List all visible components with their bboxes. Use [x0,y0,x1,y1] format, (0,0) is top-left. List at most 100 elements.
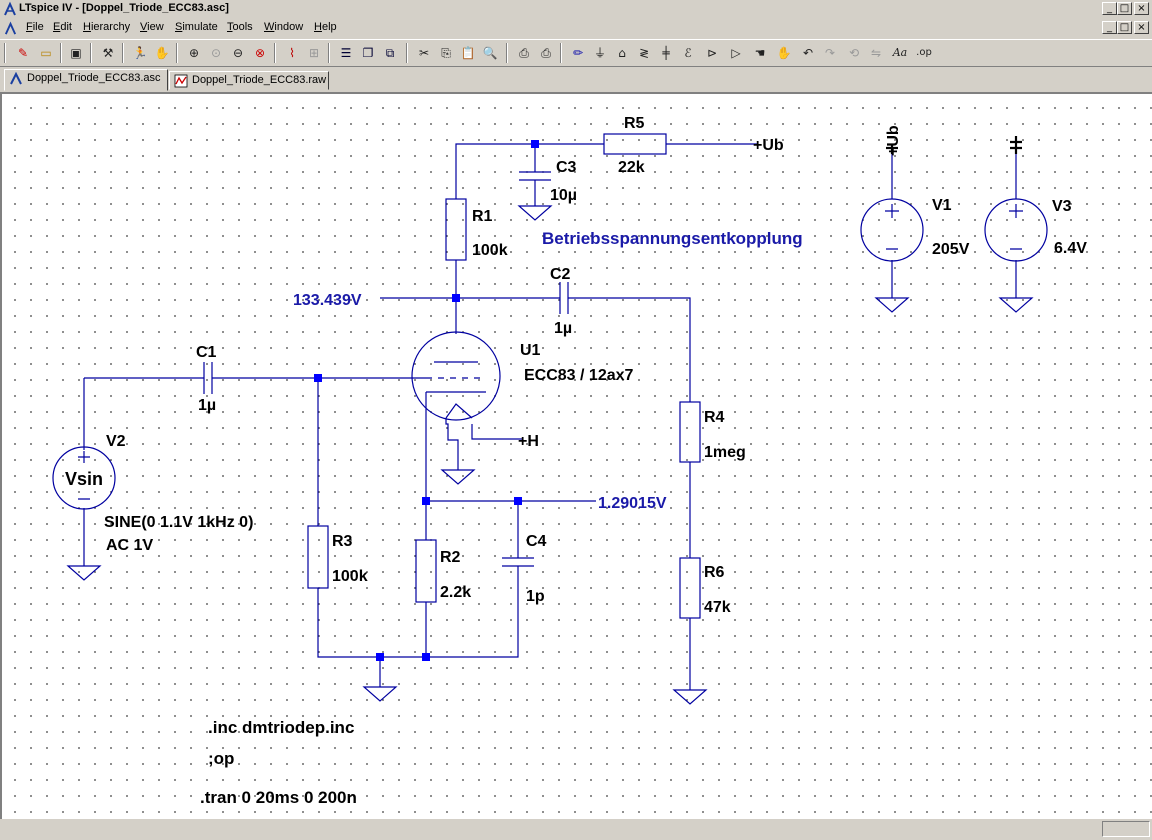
ground-symbol [517,205,553,221]
r4-value: 1meg [704,444,746,461]
r5-value: 22k [618,159,645,176]
draw-wire-icon[interactable]: ✏ [572,46,584,60]
cascade-icon[interactable]: ❐ [362,46,374,60]
doc-restore-button[interactable]: □ [1117,21,1132,34]
cut-icon[interactable]: ✂ [418,46,430,60]
comment-decoupling: Betriebsspannungsentkopplung [542,229,803,248]
menu-window[interactable]: Window [264,21,304,33]
voltage-source-v2[interactable] [52,446,116,510]
v3-value: 6.4V [1054,240,1087,257]
zoom-out-icon[interactable]: ⊖ [232,46,244,60]
menu-simulate[interactable]: Simulate [175,21,218,33]
resistor-r6[interactable] [679,557,701,619]
capacitor-c3[interactable] [519,171,551,181]
redo-icon[interactable]: ↷ [824,46,836,60]
resistor-r4[interactable] [679,401,701,463]
triode-u1[interactable] [411,331,501,421]
junction-node [422,497,430,505]
ground-symbol [672,689,708,705]
find-icon[interactable]: 🔍 [482,46,498,60]
toolbar-separator [560,43,562,63]
doc-minimize-button[interactable]: _ [1102,21,1117,34]
menu-tools[interactable]: Tools [227,21,253,33]
net-label-h: +H [518,433,539,450]
menu-file[interactable]: File [26,21,44,33]
junction-node [531,140,539,148]
cathode-voltage-label: 1.29015V [598,495,667,512]
ground-symbol [66,565,102,581]
menu-help[interactable]: Help [314,21,337,33]
zoom-fit-icon[interactable]: ⊗ [254,46,266,60]
c2-label: C2 [550,266,571,283]
halt-icon[interactable]: ✋ [154,46,170,60]
tab-schematic[interactable]: Doppel_Triode_ECC83.asc [4,69,168,91]
rotate-icon[interactable]: ⟲ [848,46,860,60]
waveform-tab-icon [174,74,188,88]
open-icon[interactable]: ▭ [40,46,52,60]
v2-ac-spec: AC 1V [106,537,153,554]
menu-view[interactable]: View [140,21,164,33]
toolbar: ✎ ▭ ▣ ⚒ 🏃 ✋ ⊕ ⊙ ⊖ ⊗ ⌇ ⊞ ☰ ❐ ⧉ ✂ ⎘ 📋 🔍 ⎙ … [0,39,1152,67]
text-icon[interactable]: Aa [892,46,908,59]
label-net-icon[interactable]: ⌂ [618,46,626,60]
capacitor-c2[interactable] [559,282,569,314]
minimize-button[interactable]: _ [1102,2,1117,15]
spice-directive-icon[interactable]: .op [916,47,932,58]
undo-icon[interactable]: ↶ [802,46,814,60]
ltspice-app-icon[interactable] [2,1,18,17]
doc-close-button[interactable]: × [1134,21,1149,34]
diode-icon[interactable]: ⊳ [706,46,718,60]
resistor-icon[interactable]: ≷ [638,46,650,60]
schematic-canvas[interactable]: R5 22k +Ub C3 10µ R1 100k Betriebsspannu… [0,92,1152,819]
maximize-button[interactable]: □ [1117,2,1132,15]
inductor-icon[interactable]: ℰ [684,46,692,60]
autorange-icon[interactable]: ⌇ [289,46,295,60]
tile-horizontal-icon[interactable]: ☰ [340,46,352,60]
drag-icon[interactable]: ✋ [776,46,792,60]
menu-edit[interactable]: Edit [53,21,72,33]
capacitor-c4[interactable] [502,557,534,567]
schematic-tab-icon [10,72,22,85]
grid-icon[interactable]: ⊞ [308,46,320,60]
ground-symbol [362,686,398,702]
ground-icon[interactable]: ⏚ [593,46,606,60]
save-icon[interactable]: ▣ [70,46,82,60]
tab-waveform[interactable]: Doppel_Triode_ECC83.raw [169,71,329,90]
menu-hierarchy[interactable]: Hierarchy [83,21,131,33]
resistor-r2[interactable] [415,539,437,603]
spice-directive-inc[interactable]: .inc dmtriodep.inc [208,718,354,737]
resistor-r3[interactable] [307,525,329,589]
mirror-icon[interactable]: ⇋ [870,46,882,60]
r3-value: 100k [332,568,368,585]
run-icon[interactable]: 🏃 [132,46,148,60]
spice-directive-tran[interactable]: .tran 0 20ms 0 200n [200,788,357,807]
zoom-in-icon[interactable]: ⊕ [188,46,200,60]
v2-sine-spec: SINE(0 1.1V 1kHz 0) [104,514,253,531]
resistor-r5[interactable] [603,133,667,155]
move-icon[interactable]: ☚ [754,46,766,60]
r1-label: R1 [472,208,493,225]
ground-symbol [440,469,476,485]
paste-icon[interactable]: 📋 [460,46,476,60]
control-panel-icon[interactable]: ⚒ [102,46,114,60]
voltage-source-v1[interactable] [860,198,924,262]
toolbar-separator [506,43,508,63]
toolbar-separator [176,43,178,63]
resistor-r1[interactable] [445,198,467,261]
capacitor-c1[interactable] [203,362,213,394]
capacitor-icon[interactable]: ╪ [662,46,670,60]
r1-value: 100k [472,242,508,259]
print-icon[interactable]: ⎙ [541,46,551,60]
close-button[interactable]: × [1134,2,1149,15]
print-preview-icon[interactable]: ⎙ [519,46,529,60]
component-icon[interactable]: ▷ [731,46,741,60]
close-all-icon[interactable]: ⧉ [385,46,395,60]
voltage-source-v3[interactable] [984,198,1048,262]
document-icon[interactable] [3,21,18,36]
spice-comment-op[interactable]: ;op [208,749,234,768]
new-schematic-icon[interactable]: ✎ [17,46,29,60]
pan-icon[interactable]: ⊙ [210,46,222,60]
v2-label: V2 [106,433,126,450]
r5-label: R5 [624,115,645,132]
copy-icon[interactable]: ⎘ [441,46,451,60]
